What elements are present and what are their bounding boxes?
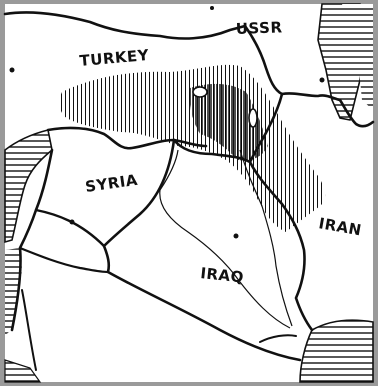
- river-tigris: [239, 149, 293, 327]
- border-saudi-kuwait: [259, 334, 297, 343]
- lake-van: [192, 86, 208, 98]
- border-ussr-iran: [280, 92, 342, 102]
- border-jordan-west: [18, 246, 110, 274]
- shaded-region: [59, 64, 326, 232]
- persian-gulf: [299, 319, 374, 383]
- city-dot-northwest: [9, 67, 15, 73]
- coastline-turkey-south: [46, 126, 208, 150]
- border-syria-south: [34, 208, 106, 248]
- border-turkey-iran: [248, 92, 284, 164]
- border-syria-iraq: [102, 138, 176, 248]
- black-sea: [5, 4, 245, 39]
- mediterranean-sea: [4, 129, 53, 244]
- caspian-sea-east: [342, 4, 373, 110]
- border-jordan-iraq: [102, 244, 302, 362]
- coastline-levant: [10, 148, 54, 332]
- lake-urmia: [248, 108, 258, 128]
- border-sinai: [21, 289, 37, 371]
- label-ussr: USSR: [236, 18, 283, 38]
- city-dot-iraq: [233, 233, 239, 239]
- label-iraq: IRAQ: [200, 264, 245, 286]
- mediterranean-sea-lower: [5, 248, 22, 335]
- city-dot-north: [210, 6, 214, 10]
- shaded-region-core: [189, 83, 268, 161]
- border-ussr-turkey: [243, 24, 284, 96]
- border-iraq-iran: [248, 160, 314, 332]
- city-dot-syria: [69, 219, 75, 225]
- border-turkey-syria-iraq: [172, 138, 252, 164]
- river-euphrates: [159, 149, 291, 329]
- coastline-caspian-south: [338, 98, 375, 128]
- coastline-north: [3, 11, 247, 40]
- red-sea-corner: [4, 359, 42, 383]
- city-dot-caspian: [319, 77, 325, 83]
